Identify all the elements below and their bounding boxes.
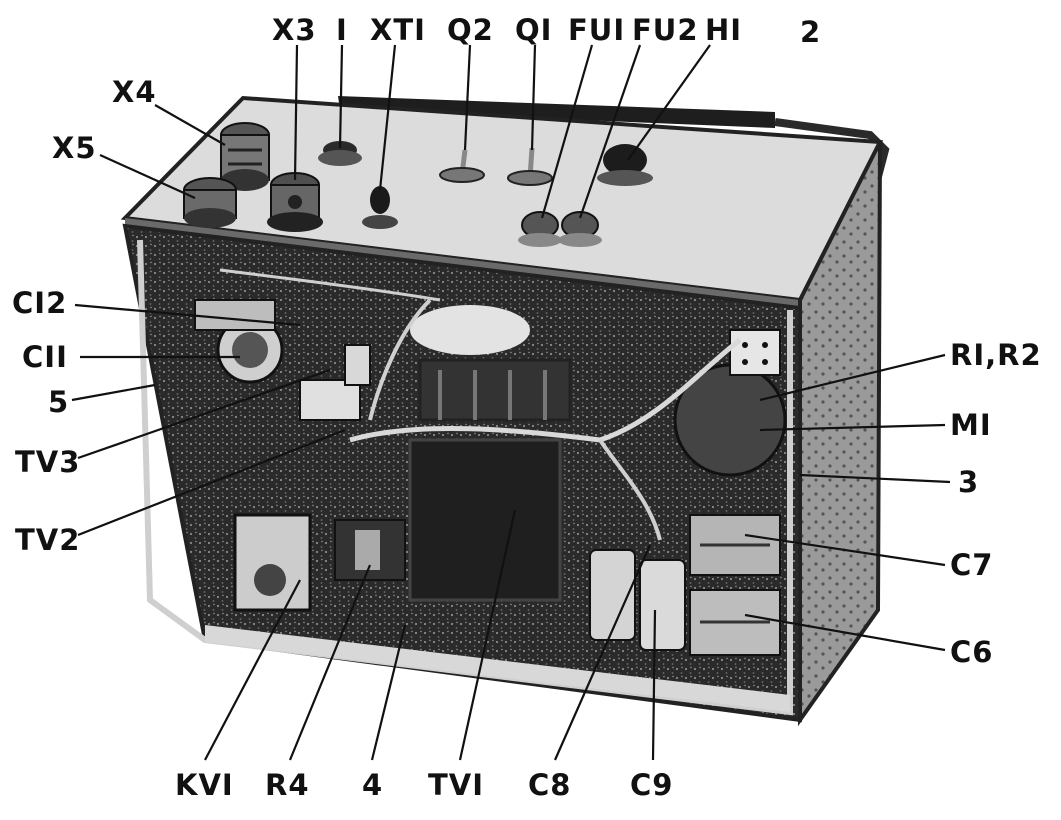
leader-kv1 [204,579,301,761]
label-1: I [336,13,348,47]
label-tv1: TVI [428,768,484,802]
leader-lines [71,44,951,761]
leader-c6 [744,613,946,652]
wiring-harness [219,268,742,541]
label-r4: R4 [265,768,310,802]
leader-3 [799,473,951,484]
label-x5: X5 [52,131,97,165]
label-r1r2: RI,R2 [950,338,1042,372]
label-q2: Q2 [447,13,494,47]
connector-x4 [220,122,270,191]
label-xt1: XTI [370,13,426,47]
relay-kv1 [233,513,312,612]
leader-4 [370,624,407,761]
leader-q2 [463,44,472,151]
leader-m1 [759,423,946,432]
toggle-q2 [439,149,485,183]
leader-tv2 [77,428,346,537]
leader-q1 [530,44,537,151]
label-tv3: TV3 [15,445,80,479]
jack-xt1 [362,186,398,229]
toggle-q1 [507,147,553,186]
label-5: 5 [48,385,69,419]
leader-x4 [154,104,226,146]
label-c12: CI2 [12,286,67,320]
label-kv1: KVI [175,768,234,802]
capacitor-c11-c12 [194,299,284,384]
leader-c12 [74,303,301,327]
label-fu1: FUI [568,13,625,47]
leader-c9 [651,609,657,761]
part-labels: X3 I XTI Q2 QI FUI FU2 HI 2 X4 X5 CI2 CI… [12,13,1042,802]
leader-tv1 [458,509,517,761]
transformers-tv2-tv3 [299,344,371,421]
label-x4: X4 [112,75,157,109]
capacitors-c6-c7 [689,514,781,656]
label-3: 3 [958,465,979,499]
label-c7: C7 [950,548,993,582]
leader-1 [338,44,344,149]
label-c8: C8 [528,768,571,802]
leader-x5 [99,153,196,200]
label-tv2: TV2 [15,523,80,557]
leader-c8 [553,544,652,761]
leader-fu2 [578,44,642,219]
connector-x3 [267,172,323,232]
device-housing [120,95,890,727]
label-c9: C9 [630,768,673,802]
lamp-h1 [597,144,653,186]
transformer-tv1 [408,305,572,602]
leader-tv3 [77,368,331,460]
label-h1: HI [705,13,742,47]
label-c6: C6 [950,635,993,669]
label-c11: CII [22,340,68,374]
fuse-fu1 [518,211,562,247]
leader-r1r2 [759,353,946,402]
label-q1: QI [515,13,552,47]
label-2: 2 [800,15,821,49]
leader-c7 [744,533,946,567]
motor-m1 [673,329,787,477]
base-rail [205,625,790,712]
leader-xt1 [378,44,397,191]
label-m1: MI [950,408,992,442]
connector-x5 [183,177,237,228]
leader-r4 [288,564,372,761]
fuse-fu2 [558,211,602,247]
label-x3: X3 [272,13,317,47]
button-1 [318,141,362,166]
leader-5 [71,383,156,402]
label-4: 4 [362,768,383,802]
capacitors-c8-c9 [589,549,686,651]
label-fu2: FU2 [632,13,699,47]
carry-handle [338,96,775,128]
leader-x3 [293,44,299,181]
leader-h1 [627,44,711,161]
leader-fu1 [540,44,594,219]
resistor-r4 [334,519,406,581]
